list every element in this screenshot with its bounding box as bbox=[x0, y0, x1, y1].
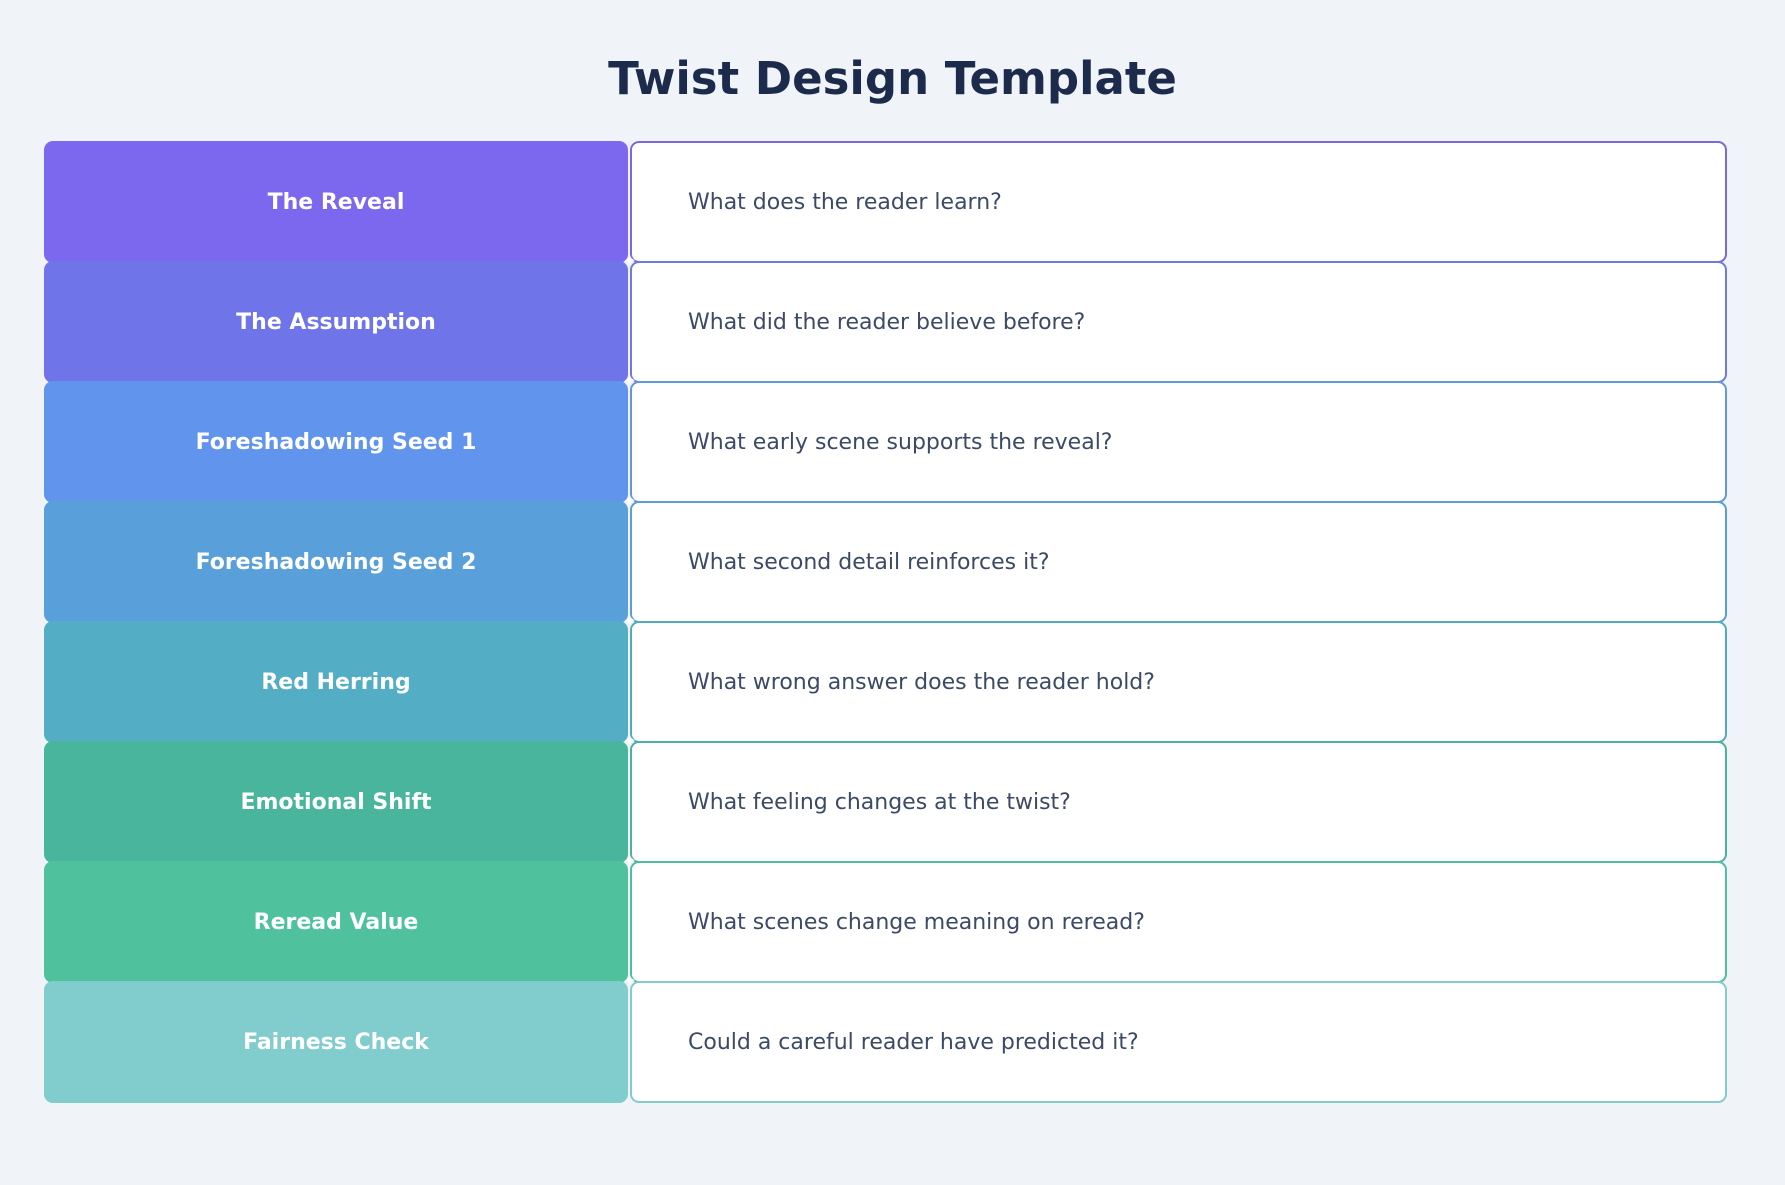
template-row: The Reveal What does the reader learn? bbox=[44, 141, 1727, 263]
row-prompt-text: What does the reader learn? bbox=[688, 189, 1002, 215]
row-prompt-field[interactable]: What early scene supports the reveal? bbox=[630, 381, 1727, 503]
row-prompt-text: What early scene supports the reveal? bbox=[688, 429, 1113, 455]
template-row: Foreshadowing Seed 2 What second detail r… bbox=[44, 493, 1727, 623]
row-prompt-field[interactable]: What feeling changes at the twist? bbox=[630, 741, 1727, 863]
row-prompt-text: What wrong answer does the reader hold? bbox=[688, 669, 1155, 695]
row-label: Emotional Shift bbox=[44, 741, 628, 863]
row-prompt-field[interactable]: What second detail reinforces it? bbox=[630, 501, 1727, 623]
row-prompt-text: Could a careful reader have predicted it… bbox=[688, 1029, 1139, 1055]
sparkle-icon: ✦ bbox=[623, 971, 637, 990]
sparkle-icon: ✦ bbox=[623, 731, 637, 750]
template-row: The Assumption What did the reader believ… bbox=[44, 253, 1727, 383]
sparkle-icon: ✦ bbox=[623, 851, 637, 870]
row-label: Red Herring bbox=[44, 621, 628, 743]
row-prompt-field[interactable]: What wrong answer does the reader hold? bbox=[630, 621, 1727, 743]
row-prompt-field[interactable]: What scenes change meaning on reread? bbox=[630, 861, 1727, 983]
sparkle-icon: ✦ bbox=[623, 491, 637, 510]
row-prompt-text: What did the reader believe before? bbox=[688, 309, 1086, 335]
page-title: Twist Design Template bbox=[608, 52, 1177, 105]
template-row: Reread Value What scenes change meaning o… bbox=[44, 853, 1727, 983]
template-row: Emotional Shift What feeling changes at t… bbox=[44, 733, 1727, 863]
template-row: Foreshadowing Seed 1 What early scene sup… bbox=[44, 373, 1727, 503]
row-label: Foreshadowing Seed 2 bbox=[44, 501, 628, 623]
sparkle-icon: ✦ bbox=[623, 611, 637, 630]
row-prompt-field[interactable]: What does the reader learn? bbox=[630, 141, 1727, 263]
template-row: Fairness Check Could a careful reader hav… bbox=[44, 973, 1727, 1103]
row-prompt-text: What second detail reinforces it? bbox=[688, 549, 1050, 575]
row-prompt-field[interactable]: What did the reader believe before? bbox=[630, 261, 1727, 383]
row-label: The Assumption bbox=[44, 261, 628, 383]
row-prompt-text: What feeling changes at the twist? bbox=[688, 789, 1071, 815]
row-label: Fairness Check bbox=[44, 981, 628, 1103]
row-label: Foreshadowing Seed 1 bbox=[44, 381, 628, 503]
row-prompt-text: What scenes change meaning on reread? bbox=[688, 909, 1145, 935]
sparkle-icon: ✦ bbox=[623, 371, 637, 390]
row-label: The Reveal bbox=[44, 141, 628, 263]
template-row: Red Herring What wrong answer does the re… bbox=[44, 613, 1727, 743]
row-label: Reread Value bbox=[44, 861, 628, 983]
row-prompt-field[interactable]: Could a careful reader have predicted it… bbox=[630, 981, 1727, 1103]
sparkle-icon: ✦ bbox=[623, 251, 637, 270]
